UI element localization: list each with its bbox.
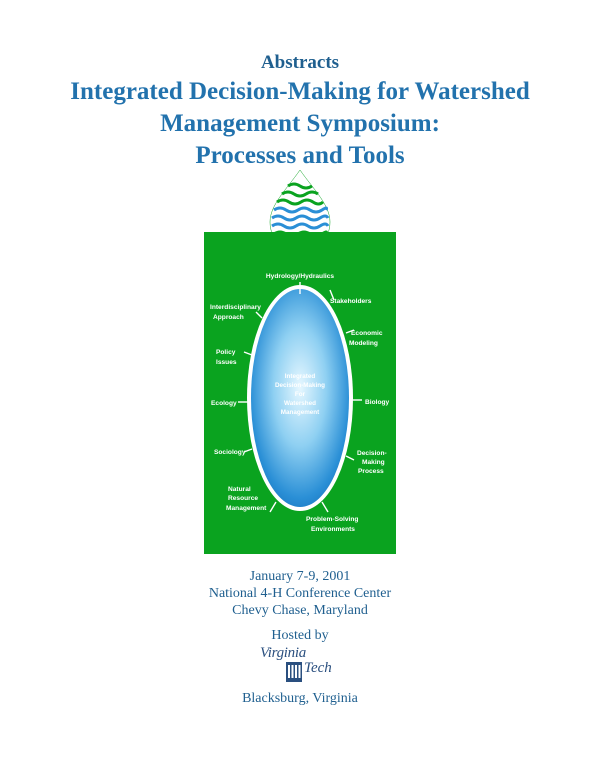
label-policy-2: Issues — [216, 359, 237, 366]
label-stakeholders: Stakeholders — [330, 298, 372, 305]
center-text-4: Watershed — [284, 400, 316, 407]
title-line-1: Integrated Decision-Making for Watershed — [70, 78, 530, 105]
oval-caption: Integrated Decision-Making For Watershed… — [275, 373, 325, 416]
label-decision-2: Making — [362, 459, 385, 466]
logo-word-virginia: Virginia — [260, 645, 306, 661]
title-line-2: Management Symposium: — [160, 110, 440, 137]
label-problem-2: Environments — [311, 526, 355, 533]
label-economic-2: Modeling — [349, 340, 378, 347]
label-natural-3: Management — [226, 505, 267, 512]
label-decision-3: Process — [358, 468, 384, 475]
label-problem-1: Problem-Solving — [306, 516, 358, 523]
title-line-3: Processes and Tools — [195, 142, 405, 169]
center-text-1: Integrated — [285, 373, 316, 380]
center-text-5: Management — [281, 409, 320, 416]
watershed-diagram: Integrated Decision-Making For Watershed… — [204, 169, 396, 554]
water-drop-logo — [269, 169, 331, 253]
label-sociology: Sociology — [214, 449, 246, 456]
event-date: January 7-9, 2001 — [249, 569, 351, 584]
host-city: Blacksburg, Virginia — [242, 691, 358, 706]
label-natural-2: Resource — [228, 495, 258, 502]
outer-labels: Hydrology/Hydraulics Stakeholders Econom… — [210, 273, 390, 533]
center-text-3: For — [295, 391, 306, 398]
center-oval — [251, 289, 349, 507]
event-venue: National 4-H Conference Center — [208, 586, 392, 601]
hosted-by: Hosted by — [271, 628, 329, 643]
virginia-tech-logo: Virginia Tech — [256, 645, 348, 685]
label-decision-1: Decision- — [357, 450, 387, 457]
label-policy-1: Policy — [216, 349, 236, 356]
kicker-heading: Abstracts — [260, 52, 340, 73]
event-city: Chevy Chase, Maryland — [232, 603, 368, 618]
label-ecology: Ecology — [211, 400, 237, 407]
label-biology: Biology — [365, 399, 390, 406]
label-interdisciplinary-2: Approach — [213, 314, 244, 321]
label-interdisciplinary-1: Interdisciplinary — [210, 304, 261, 311]
spokes — [238, 282, 362, 513]
university-emblem-icon — [286, 662, 302, 682]
center-text-2: Decision-Making — [275, 382, 325, 389]
logo-word-tech: Tech — [304, 660, 332, 676]
label-hydrology: Hydrology/Hydraulics — [266, 273, 334, 280]
label-economic-1: Economic — [351, 330, 383, 337]
label-natural-1: Natural — [228, 486, 251, 493]
